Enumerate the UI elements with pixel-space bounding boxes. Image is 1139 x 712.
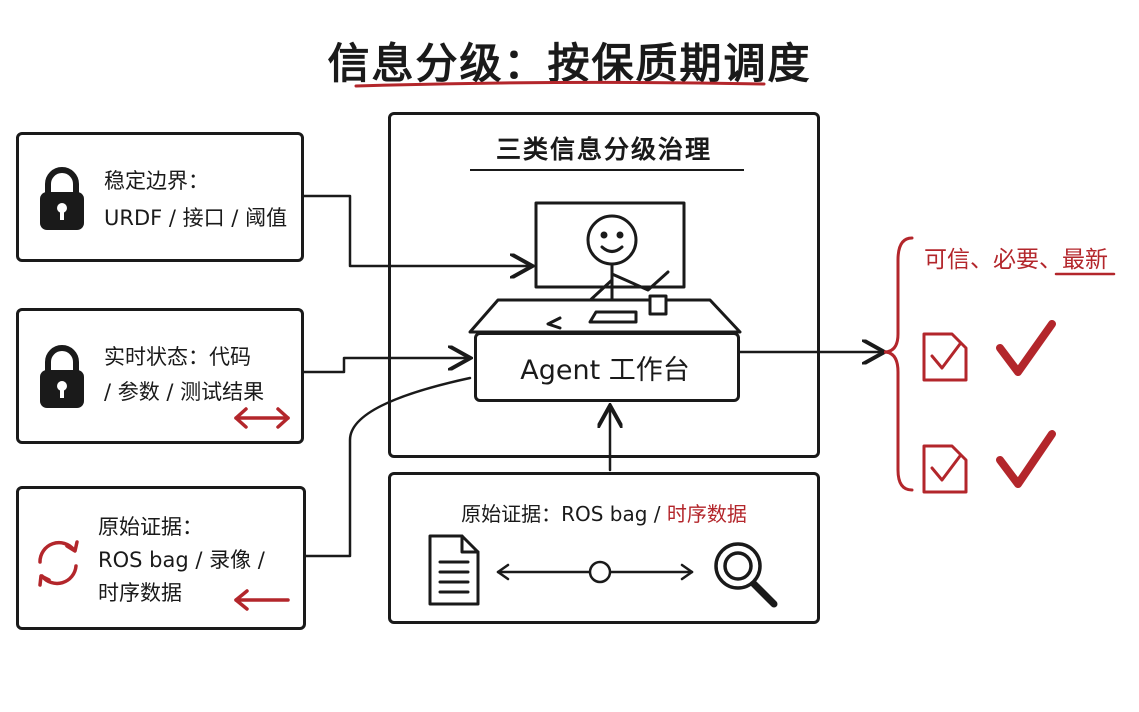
lock-icon bbox=[40, 345, 84, 408]
agent-workstation-box bbox=[474, 332, 740, 402]
outputs-label: 可信、必要、 bbox=[924, 247, 1062, 273]
realtime-state-items: / 参数 / 测试结果 bbox=[104, 380, 265, 404]
evidence-label: 原始证据：ROS bag / bbox=[461, 502, 667, 526]
realtime-state-label: 实时状态：代码 bbox=[104, 345, 251, 369]
lock-icon bbox=[40, 167, 84, 230]
raw-evidence-card bbox=[16, 486, 306, 630]
center-title: 三类信息分级治理 bbox=[495, 135, 712, 164]
raw-evidence-line2: ROS bag / 录像 / bbox=[98, 548, 265, 572]
evidence-highlight: 时序数据 bbox=[666, 502, 747, 526]
outputs-latest: 最新 bbox=[1062, 247, 1108, 273]
raw-evidence-line3: 时序数据 bbox=[98, 581, 182, 605]
page-title: 信息分级：按保质期调度 bbox=[327, 39, 812, 88]
stable-boundary-label: 稳定边界： bbox=[104, 169, 209, 193]
raw-evidence-label: 原始证据： bbox=[98, 515, 203, 539]
stable-boundary-card bbox=[16, 132, 304, 262]
raw-evidence-box bbox=[388, 472, 820, 624]
agent-workstation-label: Agent 工作台 bbox=[520, 355, 690, 386]
stable-boundary-items: URDF / 接口 / 阈值 bbox=[104, 206, 288, 230]
